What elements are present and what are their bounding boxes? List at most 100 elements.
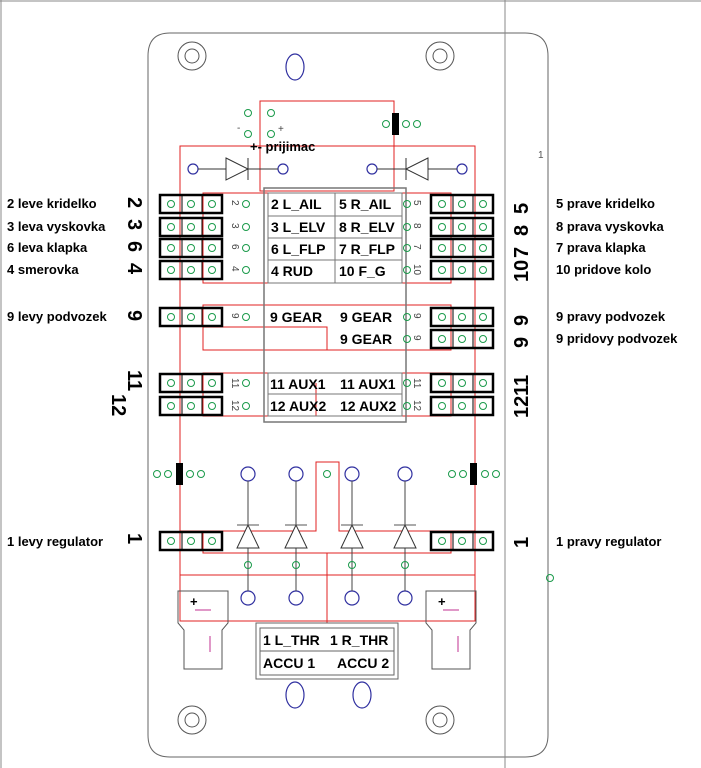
cell-l-elv: 3 L_ELV <box>271 219 326 235</box>
right-label: 5 prave kridelko <box>556 196 655 211</box>
cell-r-flp: 7 R_FLP <box>339 241 395 257</box>
left-numbers: 2 3 6 4 9 11 12 1 <box>107 197 145 544</box>
cell-gear-front: 9 GEAR <box>340 331 392 347</box>
channel-table-grid <box>267 192 403 417</box>
left-label: 1 levy regulator <box>7 534 103 549</box>
capacitor-left <box>153 463 205 485</box>
signal-pin <box>403 200 411 208</box>
pin <box>187 223 195 231</box>
pin <box>167 537 175 545</box>
diodes-top <box>187 157 468 181</box>
pin <box>167 379 175 387</box>
servo-header-right[interactable] <box>429 237 495 259</box>
signal-pin <box>403 266 411 274</box>
left-label: 2 leve kridelko <box>7 196 97 211</box>
left-labels: 2 leve kridelko 3 leva vyskovka 6 leva k… <box>7 196 107 549</box>
receiver-label: +- prijimac <box>250 139 315 154</box>
pin <box>208 223 216 231</box>
cell-aux2-left: 12 AUX2 <box>270 398 327 414</box>
servo-header-right[interactable] <box>429 372 495 394</box>
pin <box>438 200 446 208</box>
right-number: 8 <box>511 225 533 236</box>
right-number: 12 <box>511 396 533 418</box>
cell-r-elv: 8 R_ELV <box>339 219 395 235</box>
cell-l-thr: 1 L_THR <box>263 632 320 648</box>
signal-pin <box>242 244 250 252</box>
servo-header-right[interactable] <box>429 216 495 238</box>
oval-pad <box>285 681 305 709</box>
pin <box>458 266 466 274</box>
servo-header-right[interactable] <box>429 328 495 350</box>
servo-header-left[interactable] <box>158 237 224 259</box>
pin <box>479 335 487 343</box>
servo-header-right[interactable] <box>429 193 495 215</box>
channel-table <box>263 187 407 423</box>
pin-number: 4 <box>229 266 240 272</box>
pin <box>187 379 195 387</box>
pin-number: 9 <box>411 335 422 341</box>
pin <box>167 266 175 274</box>
pin <box>438 537 446 545</box>
pin <box>187 313 195 321</box>
mounting-holes <box>177 41 455 735</box>
pin <box>458 537 466 545</box>
pin <box>458 223 466 231</box>
pin-number: 6 <box>229 244 240 250</box>
pin <box>438 223 446 231</box>
pin <box>208 200 216 208</box>
pin-number: 11 <box>411 378 422 389</box>
pin <box>479 266 487 274</box>
left-number: 3 <box>123 219 145 230</box>
cell-l-ail: 2 L_AIL <box>271 196 322 212</box>
servo-header-left[interactable] <box>158 306 224 328</box>
signal-pin <box>403 379 411 387</box>
pin <box>479 313 487 321</box>
pin <box>458 200 466 208</box>
servo-header-left[interactable] <box>158 259 224 281</box>
signal-pin <box>403 335 411 343</box>
pin <box>438 379 446 387</box>
right-number: 10 <box>511 260 533 282</box>
battery-connector-right <box>425 590 477 670</box>
pin <box>208 244 216 252</box>
left-number: 1 <box>123 533 145 544</box>
pin <box>167 402 175 410</box>
right-numbers: 5 8 7 10 9 9 11 12 1 <box>511 203 533 548</box>
pin <box>438 313 446 321</box>
signal-pin <box>403 402 411 410</box>
pin <box>208 402 216 410</box>
cell-gear-left: 9 GEAR <box>270 309 322 325</box>
pin <box>438 244 446 252</box>
servo-header-right[interactable] <box>429 530 495 552</box>
signal-pin <box>242 266 250 274</box>
servo-header-right[interactable] <box>429 306 495 328</box>
pin <box>167 244 175 252</box>
diodes-bottom <box>236 466 417 606</box>
pin <box>479 537 487 545</box>
right-label: 10 pridove kolo <box>556 262 651 277</box>
pin-number: 3 <box>229 223 240 229</box>
pin <box>167 223 175 231</box>
servo-header-left[interactable] <box>158 216 224 238</box>
pin <box>479 379 487 387</box>
servo-header-left[interactable] <box>158 372 224 394</box>
servo-header-right[interactable] <box>429 259 495 281</box>
signal-pin <box>242 313 250 321</box>
power-table <box>255 622 399 680</box>
pin <box>479 244 487 252</box>
oval-pad <box>285 53 305 81</box>
servo-header-left[interactable] <box>158 530 224 552</box>
servo-header-right[interactable] <box>429 395 495 417</box>
servo-header-left[interactable] <box>158 395 224 417</box>
right-labels: 5 prave kridelko 8 prava vyskovka 7 prav… <box>556 196 678 549</box>
servo-header-left[interactable] <box>158 193 224 215</box>
right-label: 9 pravy podvozek <box>556 309 666 324</box>
right-number: 9 <box>511 337 533 348</box>
plus-mark: + <box>278 124 284 135</box>
left-number: 9 <box>123 310 145 321</box>
right-label: 1 pravy regulator <box>556 534 662 549</box>
left-number: 6 <box>123 241 145 252</box>
servo-headers <box>158 193 495 552</box>
pin <box>479 223 487 231</box>
